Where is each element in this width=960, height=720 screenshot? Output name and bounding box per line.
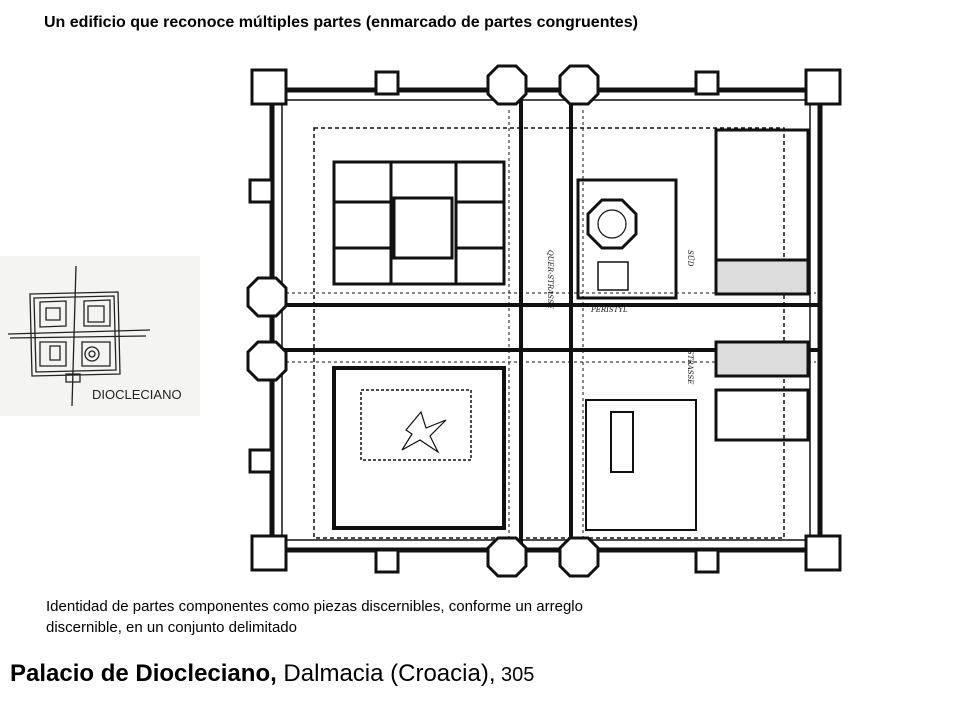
page-title: Un edificio que reconoce múltiples parte… <box>44 14 638 31</box>
slide-footer-title: Palacio de Diocleciano, Dalmacia (Croaci… <box>10 660 534 688</box>
plan-label-quer-strasse: QUER-STRASSE <box>546 250 554 309</box>
palace-plan: QUER-STRASSE PERISTYL STRASSE SÜD <box>226 50 866 585</box>
sketch-label: DIOCLECIANO <box>92 387 182 402</box>
footer-comma: , <box>488 660 496 687</box>
caption-line-1: Identidad de partes componentes como pie… <box>46 598 583 615</box>
concept-sketch: DIOCLECIANO <box>0 256 200 416</box>
plan-label-strasse: STRASSE <box>686 350 694 384</box>
footer-year: 305 <box>495 664 535 686</box>
caption-line-2: discernible, en un conjunto delimitado <box>46 619 297 636</box>
caption: Identidad de partes componentes como pie… <box>46 596 746 638</box>
footer-place: Dalmacia (Croacia) <box>276 660 489 687</box>
plan-label-sud: SÜD <box>686 250 695 267</box>
plan-label-peristyl: PERISTYL <box>590 306 628 314</box>
footer-name: Palacio de Diocleciano, <box>10 660 277 687</box>
